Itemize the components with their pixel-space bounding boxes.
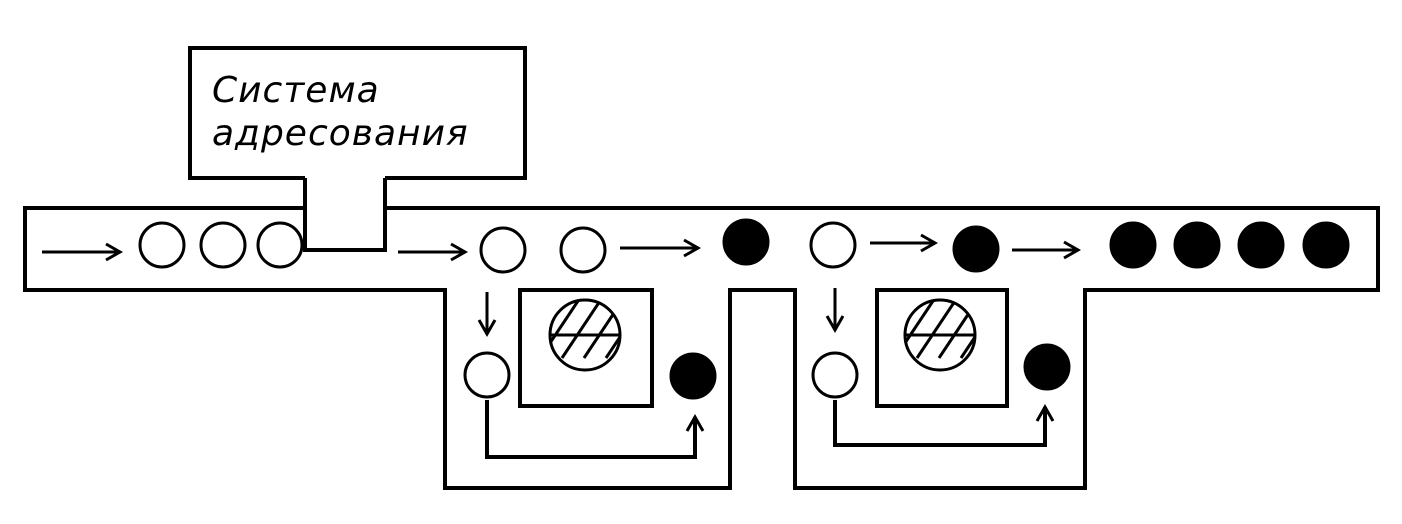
part-filled [1109, 221, 1157, 269]
addressing-box-title-line2: адресования [212, 113, 469, 154]
hatched-half-circle-icon [548, 298, 622, 372]
part-empty [811, 351, 859, 399]
part-filled [1237, 221, 1285, 269]
part-filled [722, 218, 770, 266]
part-empty [199, 221, 247, 269]
return-loop-1 [485, 400, 697, 459]
machine-station-1 [518, 288, 654, 408]
part-filled [669, 352, 717, 400]
part-filled [1023, 343, 1071, 391]
return-loop-2 [833, 400, 1047, 447]
part-filled [1302, 221, 1350, 269]
addressing-box-title-line1: Система [212, 70, 380, 111]
part-filled [952, 225, 1000, 273]
conveyor-outline [23, 206, 1380, 490]
part-empty [479, 226, 527, 274]
part-empty [256, 221, 304, 269]
part-empty [138, 221, 186, 269]
part-empty [559, 226, 607, 274]
addressing-connector [303, 178, 387, 252]
part-empty [809, 221, 857, 269]
addressing-system-box [188, 46, 527, 180]
part-empty [463, 351, 511, 399]
part-filled [1173, 221, 1221, 269]
hatched-half-circle-icon [903, 298, 977, 372]
machine-station-2 [875, 288, 1009, 408]
